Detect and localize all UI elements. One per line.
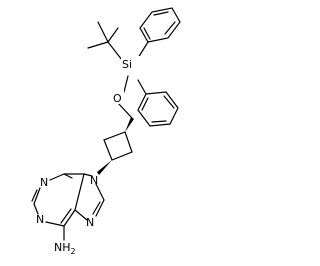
- wedge-bond: [97, 160, 112, 175]
- ring-outline: [139, 7, 181, 43]
- nitrogen-9-label: N: [90, 174, 98, 187]
- label-backdrop: [112, 90, 124, 104]
- silicon-label: Si: [122, 58, 132, 71]
- bond: [107, 41, 123, 61]
- bond: [141, 97, 149, 111]
- bond: [143, 27, 151, 40]
- nitrogen-1-label: N: [36, 213, 44, 226]
- bond: [92, 201, 101, 215]
- bond: [60, 208, 72, 224]
- bond: [123, 75, 129, 93]
- nitrogen-7-label: N: [86, 216, 94, 229]
- nitrogen-3-label: N: [40, 176, 48, 189]
- atom-labels: Si O N N N N NH2: [36, 56, 141, 256]
- cyclobutane-ring: [103, 131, 133, 161]
- silyl-bonds: [123, 41, 149, 95]
- bond: [97, 21, 109, 43]
- amine-subscript: 2: [71, 247, 76, 256]
- bond: [33, 203, 39, 215]
- linker-bonds: [117, 102, 133, 119]
- bond: [63, 173, 73, 179]
- bond: [45, 221, 65, 227]
- pyrimidine-ring: [31, 173, 85, 241]
- tert-butyl-group: [87, 21, 123, 61]
- amine-nh: NH: [54, 241, 71, 254]
- bond: [95, 199, 105, 217]
- bond: [151, 120, 167, 123]
- bond: [153, 11, 169, 16]
- bond: [163, 95, 175, 109]
- structure-drawing: Si O N N N N NH2: [31, 7, 181, 256]
- ring-outline: [103, 131, 133, 161]
- phenyl-ring-upper: [139, 7, 181, 43]
- bond: [87, 41, 109, 49]
- ring-outline: [137, 91, 179, 127]
- wedge-bond: [125, 117, 134, 132]
- bond: [63, 209, 76, 227]
- bond: [107, 27, 119, 43]
- phenyl-ring-lower: [137, 91, 179, 127]
- molecule-diagram: Si O N N N N NH2: [31, 7, 181, 256]
- bond: [74, 209, 88, 221]
- label-backdrop: [121, 56, 141, 70]
- bond: [74, 173, 85, 211]
- bond: [137, 41, 149, 59]
- bond: [31, 189, 38, 202]
- bond: [95, 183, 105, 201]
- amine-label: NH2: [54, 241, 76, 256]
- imidazole-ring: [74, 173, 105, 221]
- bond: [49, 173, 65, 181]
- bond: [164, 21, 176, 35]
- oxygen-label: O: [113, 92, 122, 105]
- bond: [117, 102, 133, 119]
- bond: [33, 187, 41, 205]
- bond: [137, 79, 147, 95]
- bond: [83, 173, 93, 177]
